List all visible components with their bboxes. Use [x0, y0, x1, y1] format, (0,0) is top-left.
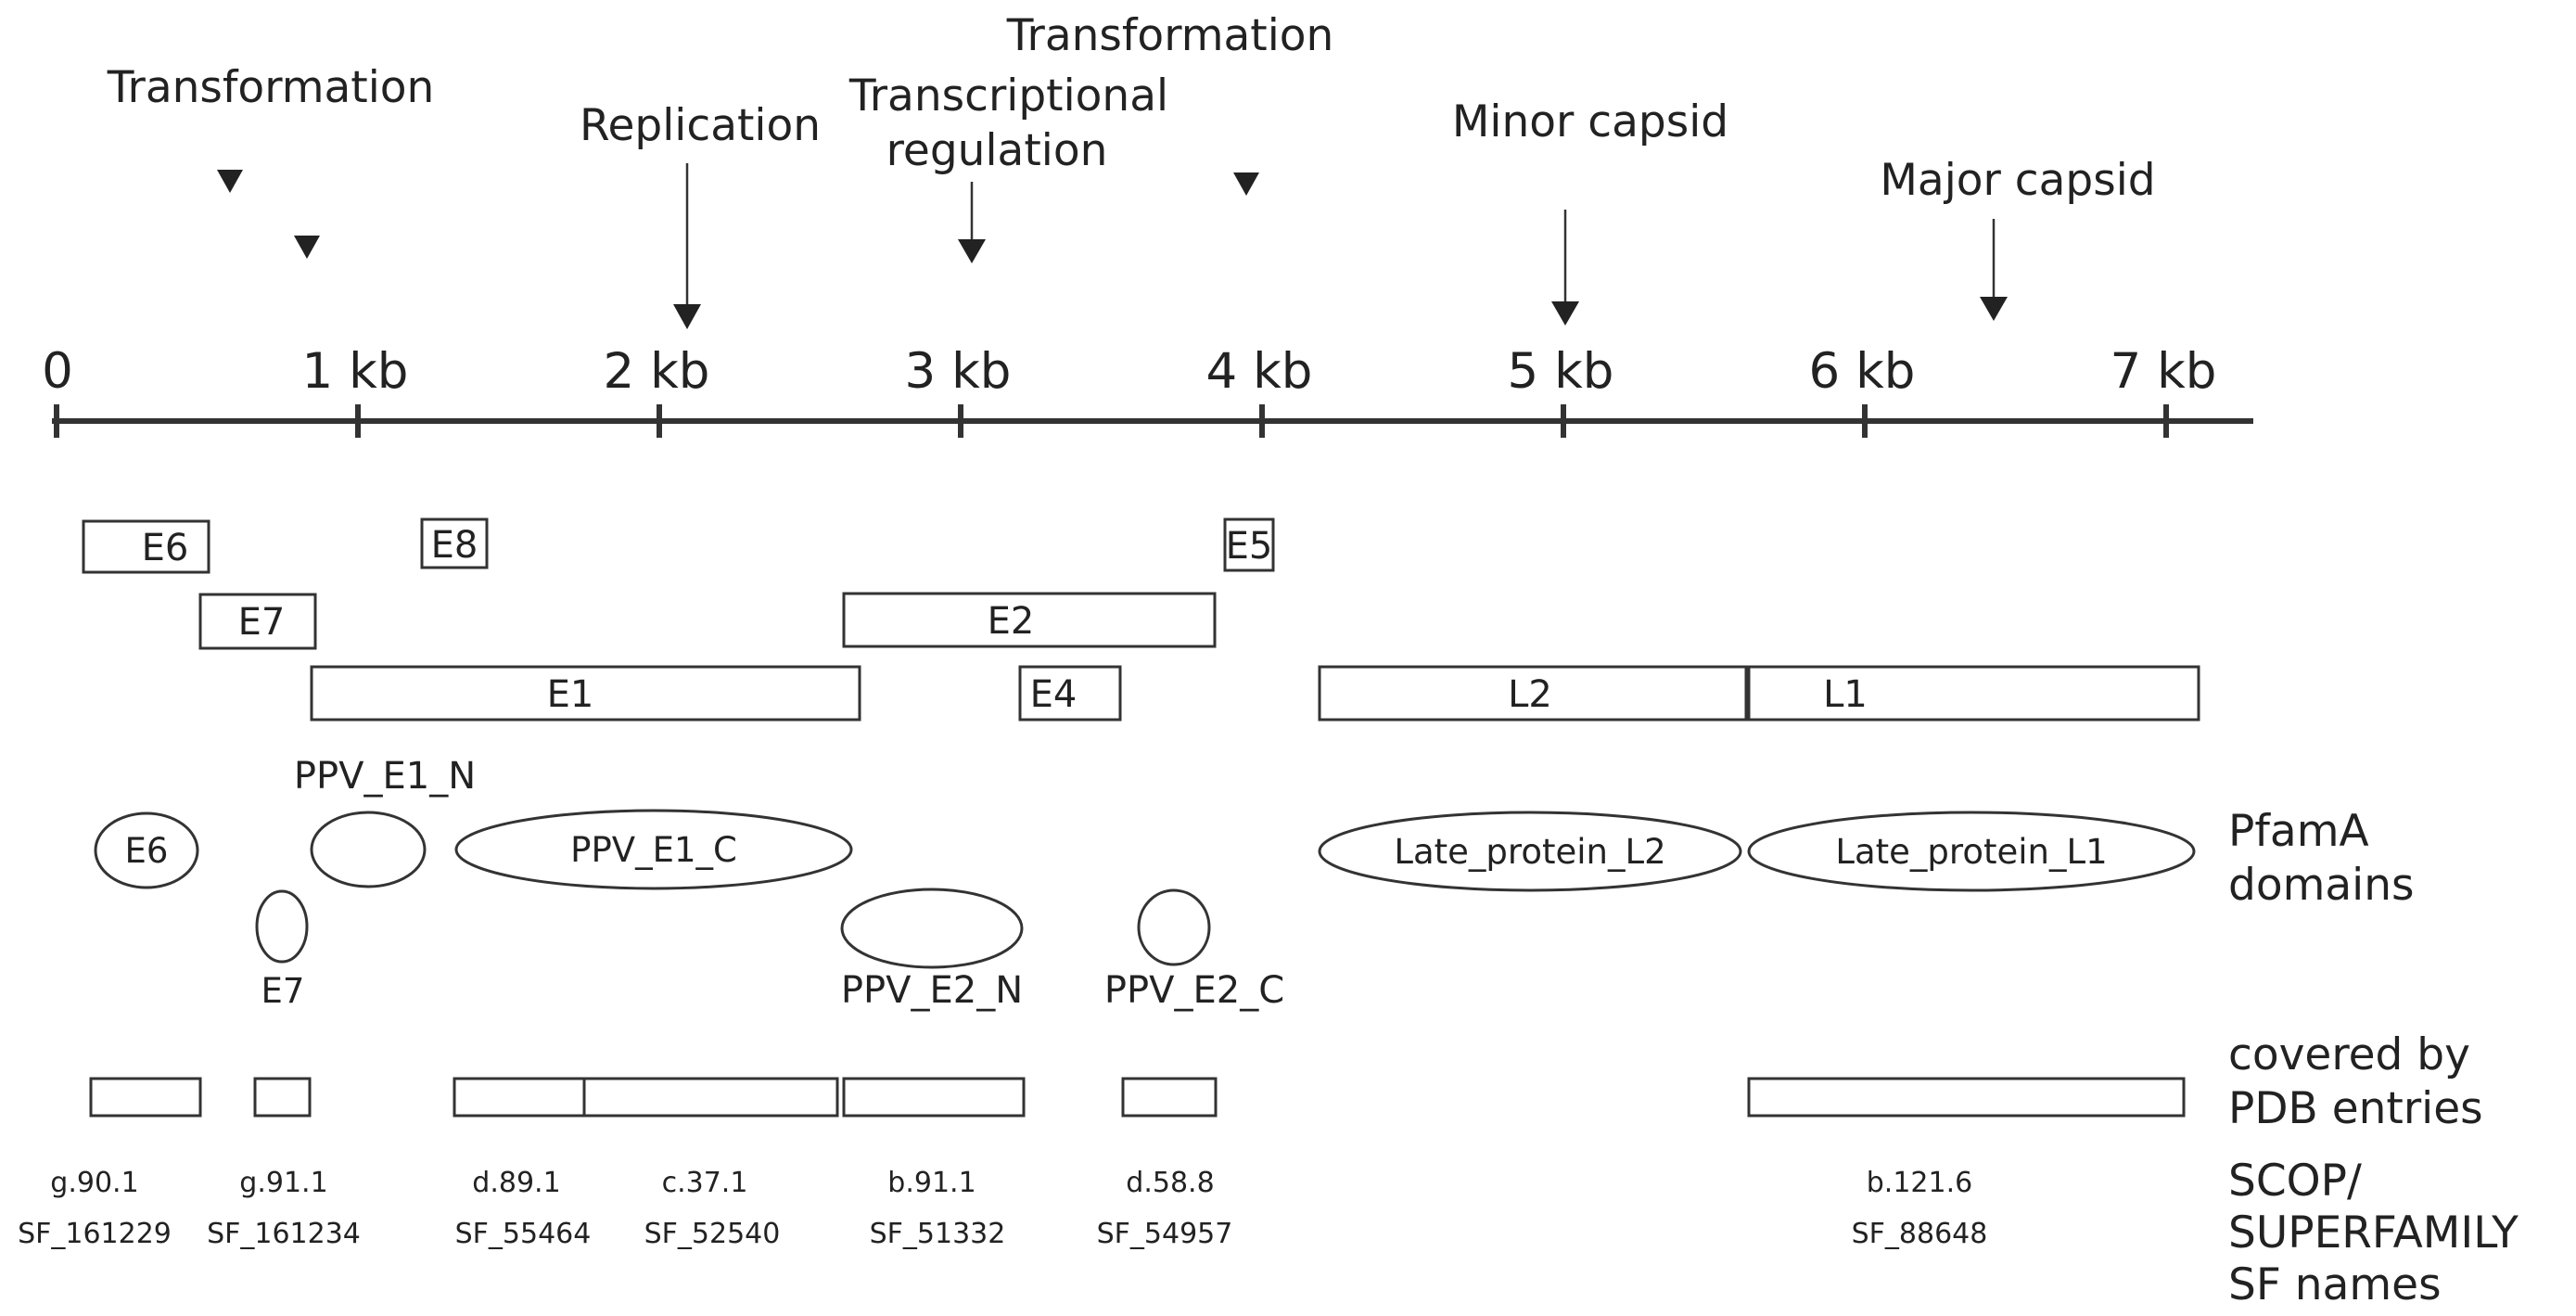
- scop-sf-2: SF_161234: [207, 1218, 361, 1250]
- arrow-replication-head: [673, 304, 701, 329]
- axis-tick-label-5: 5 kb: [1508, 343, 1614, 400]
- pdb-box-c-37-1: [582, 1077, 839, 1118]
- annotation-regulation: regulation: [886, 125, 1108, 176]
- arrow-major-capsid-head: [1980, 297, 2008, 321]
- pdb-box-g-91-1: [253, 1077, 312, 1118]
- scop-code-5: b.91.1: [887, 1167, 976, 1199]
- gene-box-e2: [842, 592, 1217, 648]
- pfam-domain-late-protein-l2: [1318, 811, 1742, 892]
- annotation-transformation-e6-e7: Transformation: [107, 62, 435, 113]
- gene-label-e8: E8: [431, 524, 478, 567]
- row-label-pfama: PfamA: [2228, 806, 2369, 857]
- pdb-box-d-89-1: [453, 1077, 586, 1118]
- pfam-domain-ppv-e2-c: [1137, 888, 1211, 966]
- scop-code-2: g.91.1: [239, 1167, 327, 1199]
- gene-box-e5: [1223, 517, 1275, 572]
- arrow-minor-capsid-head: [1551, 301, 1579, 326]
- scop-sf-6: SF_54957: [1097, 1218, 1233, 1250]
- gene-label-l1: L1: [1823, 673, 1868, 716]
- gene-label-e1: E1: [547, 673, 594, 716]
- row-label-covered-by: covered by: [2228, 1029, 2470, 1080]
- gene-label-e6: E6: [142, 527, 189, 569]
- pdb-box-b-91-1: [842, 1077, 1026, 1118]
- pfam-label-ppv-e2-c: PPV_E2_C: [1104, 969, 1284, 1012]
- scop-code-1: g.90.1: [50, 1167, 138, 1199]
- pfam-domain-e6: [94, 811, 199, 889]
- axis-tick-label-3: 3 kb: [905, 343, 1012, 400]
- gene-box-e8: [420, 517, 489, 569]
- annotation-major-capsid: Major capsid: [1880, 155, 2155, 206]
- axis-tick-label-4: 4 kb: [1206, 343, 1313, 400]
- scop-code-6: d.58.8: [1126, 1167, 1214, 1199]
- scop-code-4: c.37.1: [662, 1167, 748, 1199]
- annotation-replication: Replication: [580, 100, 821, 151]
- scop-code-7: b.121.6: [1867, 1167, 1972, 1199]
- gene-box-e1: [310, 665, 861, 722]
- gene-label-e4: E4: [1030, 673, 1078, 716]
- gene-label-e5: E5: [1226, 525, 1273, 568]
- pdb-box-b-121-6: [1747, 1077, 2186, 1118]
- gene-label-e2: E2: [988, 600, 1035, 643]
- gene-box-e4: [1018, 665, 1122, 722]
- pfam-label-e6: E6: [125, 831, 169, 871]
- axis-tick-label-2: 2 kb: [604, 343, 710, 400]
- pfam-domain-ppv-e2-n: [840, 888, 1024, 969]
- gene-box-l1: [1747, 665, 2200, 722]
- scop-sf-7: SF_88648: [1852, 1218, 1988, 1250]
- arrowhead-e6: [217, 170, 243, 193]
- arrow-transcriptional-head: [958, 239, 986, 263]
- pfam-label-ppv-e1-c: PPV_E1_C: [570, 830, 737, 870]
- pfam-domain-ppv-e1-c: [454, 809, 853, 890]
- pdb-box-g-90-1: [89, 1077, 202, 1118]
- row-label-superfamily: SUPERFAMILY: [2228, 1207, 2519, 1259]
- pfam-domain-ppv-e1-n: [310, 811, 427, 888]
- gene-box-e6: [82, 519, 210, 574]
- gene-label-e7: E7: [238, 601, 286, 644]
- scop-sf-3: SF_55464: [455, 1218, 592, 1250]
- arrowhead-e7: [294, 236, 320, 259]
- pfam-label-e7: E7: [261, 971, 305, 1011]
- pfam-domain-e7: [255, 889, 309, 964]
- row-label-scop: SCOP/: [2228, 1156, 2362, 1207]
- gene-label-l2: L2: [1508, 673, 1552, 716]
- annotation-transformation-e5: Transformation: [1006, 10, 1334, 61]
- pfam-domain-late-protein-l1: [1747, 811, 2196, 892]
- annotation-transcriptional: Transcriptional: [848, 70, 1168, 121]
- axis-tick-label-6: 6 kb: [1809, 343, 1916, 400]
- scop-sf-5: SF_51332: [870, 1218, 1006, 1250]
- gene-box-e7: [198, 593, 317, 650]
- axis-tick-label-1: 1 kb: [302, 343, 409, 400]
- pfam-label-ppv-e1-n: PPV_E1_N: [294, 755, 476, 798]
- scop-sf-4: SF_52540: [644, 1218, 781, 1250]
- pdb-box-d-58-8: [1121, 1077, 1218, 1118]
- row-label-domains: domains: [2228, 860, 2415, 911]
- row-label-pdb-entries: PDB entries: [2228, 1083, 2483, 1134]
- annotation-minor-capsid: Minor capsid: [1452, 96, 1728, 147]
- pfam-label-late-protein-l2: Late_protein_L2: [1394, 832, 1665, 872]
- axis-tick-label-7: 7 kb: [2111, 343, 2217, 400]
- scop-sf-1: SF_161229: [18, 1218, 172, 1250]
- arrowhead-e5: [1233, 172, 1259, 196]
- gene-box-l2: [1318, 665, 1748, 722]
- row-label-sf-names: SF names: [2228, 1259, 2442, 1310]
- pfam-label-late-protein-l1: Late_protein_L1: [1835, 832, 2107, 872]
- axis-tick-label-0: 0: [42, 343, 73, 400]
- pfam-label-ppv-e2-n: PPV_E2_N: [841, 969, 1023, 1012]
- scop-code-3: d.89.1: [472, 1167, 560, 1199]
